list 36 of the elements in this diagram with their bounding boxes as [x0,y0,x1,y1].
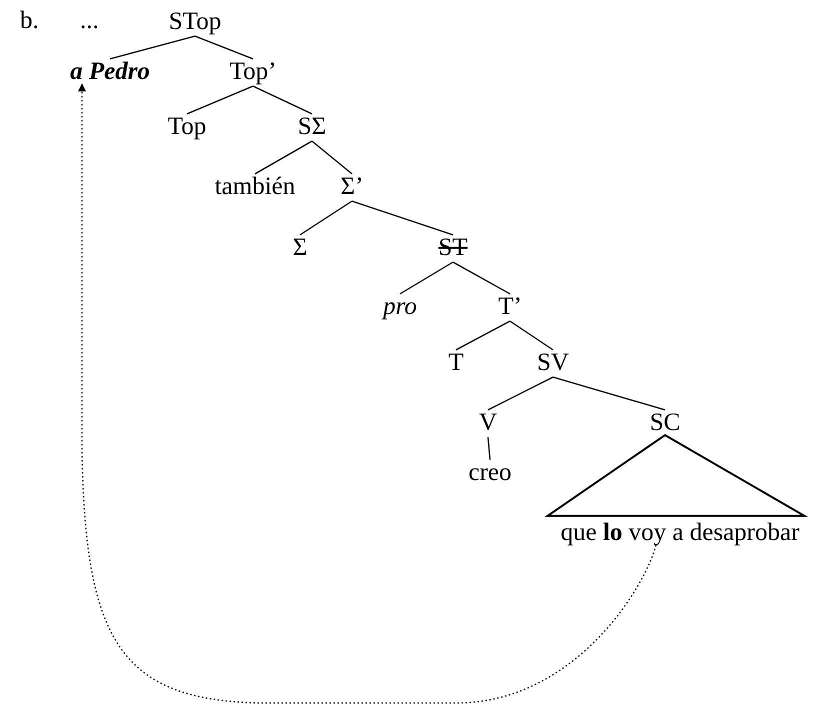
ellipsis-text: ... [80,8,99,34]
branch-line [552,376,666,410]
terminal-string: que lo voy a desaprobar [560,520,800,546]
branch-line [456,320,510,350]
tree-node-label: V [478,410,498,436]
branch-line [487,437,491,460]
branch-line [254,140,312,174]
tree-node-label: también [214,174,296,200]
tree-node-label: Top’ [228,58,278,86]
branch-line [252,86,312,114]
branch-line [186,86,254,114]
branch-line [400,262,454,294]
branch-line [300,200,352,236]
branch-line [194,36,254,60]
tree-node-label: creo [467,460,513,486]
movement-arrow [78,83,657,704]
triangle-roof [544,434,808,517]
tree-node-label: SV [536,350,570,376]
branch-line [110,36,196,60]
tree-node-label: Σ’ [340,174,364,200]
tree-node-label: pro [382,294,418,320]
tree-node-label: STop [168,8,222,36]
tree-node-label: ST [437,234,469,262]
branch-line [452,262,510,294]
branch-line [352,200,454,236]
tree-node-label: SC [648,410,682,436]
tree-node-label: T’ [497,294,523,320]
branch-line [488,376,554,410]
branch-line [312,140,352,174]
tree-node-label: Top [166,114,208,140]
tree-node-label: Σ [292,234,308,262]
example-label: b. [20,8,39,34]
branch-line [510,320,554,350]
tree-node-label: T [447,350,465,376]
tree-node-label: a Pedro [69,58,151,86]
tree-node-label: SΣ [296,114,328,140]
